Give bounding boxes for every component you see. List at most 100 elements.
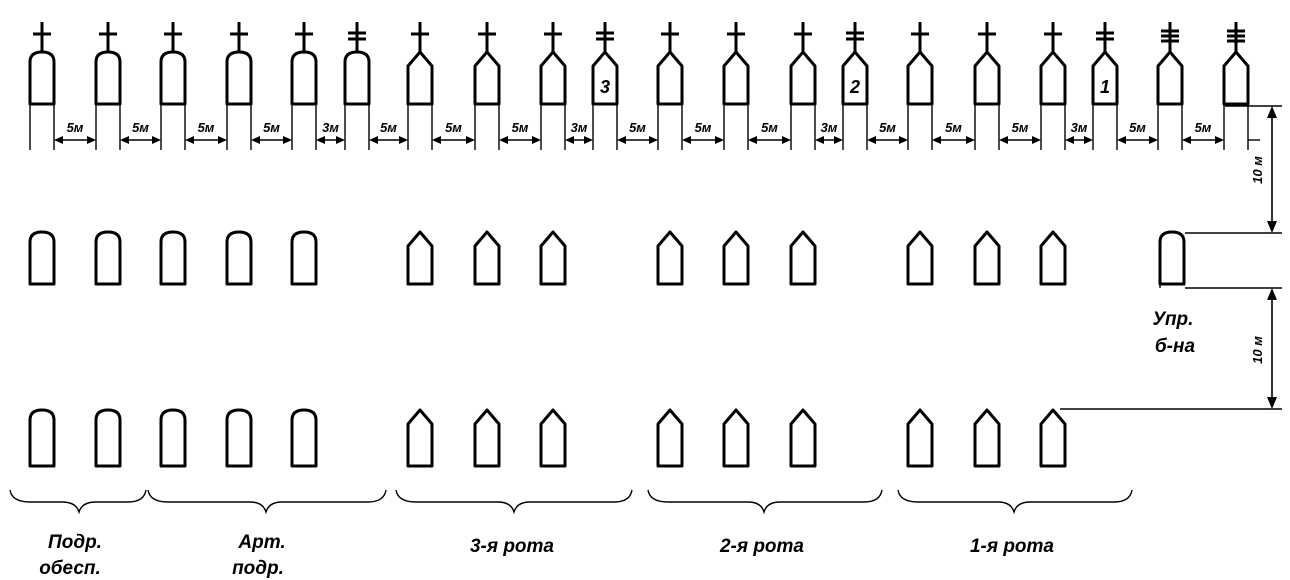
dim-arrow-left [499,136,508,144]
front-vehicle [343,50,371,106]
front-vehicle [591,50,619,106]
dim-arrow-right [1215,136,1224,144]
front-vehicle [225,50,253,106]
front-vehicle [722,50,750,106]
dim-arrow-left [932,136,941,144]
interval-label: 3м [1071,120,1088,135]
brace-company3 [395,489,633,515]
dim-arrow-left [682,136,691,144]
middle-vehicle [28,230,56,286]
dim-arrow-left [432,136,441,144]
dim-arrow-right [715,136,724,144]
dim-arrow-left [617,136,626,144]
interval-label: 5м [629,120,646,135]
middle-vehicle [406,230,434,286]
dim-arrow-left [999,136,1008,144]
group-label-company1: 1-я рота [970,536,1054,557]
interval-label: 5м [1195,120,1212,135]
interval-label: 5м [512,120,529,135]
front-vehicle [789,50,817,106]
interval-dimension: 5м [432,120,475,144]
hq-label-line2: б-на [1155,336,1196,357]
rear-vehicle [1039,408,1067,468]
front-vehicle [841,50,869,106]
interval-dimension: 3м [316,120,345,144]
front-row-vehicles [28,22,1250,150]
dim-arrow-right [283,136,292,144]
front-vehicle [1156,50,1184,106]
brace-company1 [897,489,1133,515]
dim-arrow-right [152,136,161,144]
front-vehicle [973,50,1001,106]
dim-arrow-right [532,136,541,144]
dim-arrow-right [218,136,227,144]
group-label-support-line1: Подр. [48,532,102,553]
group-label-company3: 3-я рота [470,536,554,557]
interval-dimension: 5м [1182,120,1224,144]
dim-arrow-right [649,136,658,144]
middle-vehicle [973,230,1001,286]
interval-label: 5м [198,120,215,135]
middle-vehicle [290,230,318,286]
dim-arrow-left [316,136,325,144]
interval-label: 5м [695,120,712,135]
interval-dimension: 5м [499,120,541,144]
rear-vehicle [539,408,567,468]
dim-arrow-right [834,136,843,144]
dim-arrow-left [748,136,757,144]
interval-dimension: 5м [54,120,96,144]
dim-arrow-left [54,136,63,144]
rear-vehicle [973,408,1001,468]
middle-vehicle [1039,230,1067,286]
middle-vehicle [225,230,253,286]
middle-row-vehicles [28,230,1186,288]
interval-label: 5м [945,120,962,135]
dim-arrow-right [466,136,475,144]
front-vehicle [906,50,934,106]
interval-label: 5м [380,120,397,135]
row-distance-dimension-lower: 10 м [1060,287,1282,410]
hq-label-line1: Упр. [1153,309,1194,330]
dim-arrow-right [87,136,96,144]
middle-vehicle [94,230,122,286]
front-vehicle [539,50,567,106]
interval-dimension: 5м [120,120,161,144]
middle-vehicle [656,230,684,286]
interval-dimension: 3м [565,120,593,144]
interval-label: 5м [67,120,84,135]
front-vehicle [28,50,56,106]
interval-label: 3м [571,120,588,135]
interval-dimension: 5м [932,120,975,144]
company2-commander-number: 2 [849,77,860,97]
group-label-artillery-line2: подр. [232,558,284,579]
front-vehicle [473,50,501,106]
dim-arrow-left [1065,136,1074,144]
dim-arrow-left [251,136,260,144]
interval-dimension: 5м [251,120,292,144]
rear-vehicle [473,408,501,468]
dim-arrow-right [1032,136,1041,144]
middle-vehicle [722,230,750,286]
front-vehicle [290,50,318,106]
interval-dimension: 5м [369,120,408,144]
front-vehicle [159,50,187,106]
dim-arrow-right [336,136,345,144]
interval-label: 5м [1012,120,1029,135]
group-label-company2: 2-я рота [719,536,804,557]
interval-label: 3м [821,120,838,135]
interval-dimension: 3м [815,120,843,144]
rear-vehicle [906,408,934,468]
dim-arrow-left [565,136,574,144]
rear-vehicle [94,408,122,468]
interval-dimension: 5м [867,120,908,144]
interval-label: 5м [1129,120,1146,135]
group-braces [9,489,1133,515]
dim-arrow-left [120,136,129,144]
middle-vehicle [159,230,187,286]
rear-vehicle [406,408,434,468]
interval-dimension: 3м [1065,120,1093,144]
middle-vehicle [539,230,567,286]
middle-vehicle [473,230,501,286]
rear-vehicle [656,408,684,468]
